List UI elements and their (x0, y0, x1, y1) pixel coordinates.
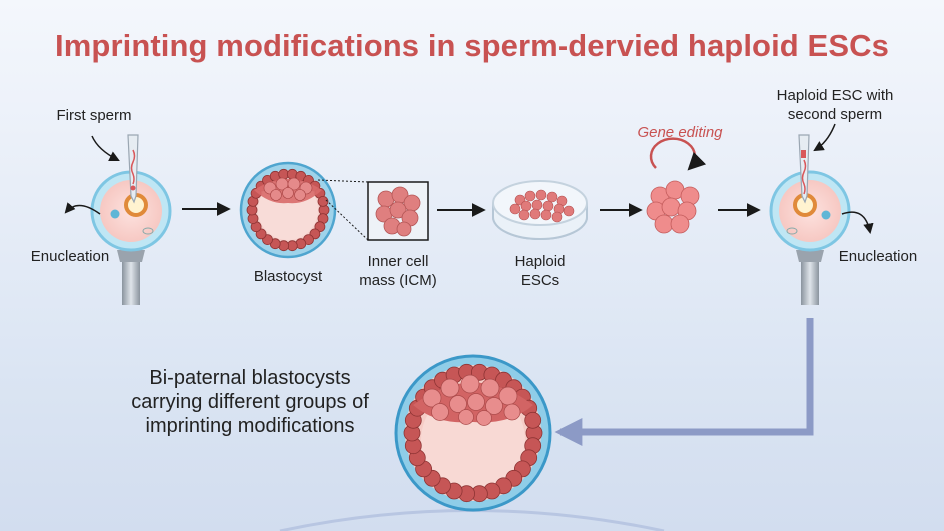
oocyte-left-icon (90, 170, 172, 305)
circular-arrow-icon (649, 137, 707, 171)
label-icm: Inner cell mass (ICM) (350, 252, 446, 290)
label-enucleation-right: Enucleation (838, 248, 918, 265)
injection-pipette-left-icon (127, 134, 139, 204)
return-arrow (554, 318, 814, 446)
large-blastocyst-icon (394, 354, 552, 512)
icm-cluster-icon (375, 186, 421, 237)
summary-text: Bi-paternal blastocysts carrying differe… (110, 366, 390, 438)
label-gene-editing: Gene editing (637, 124, 723, 141)
page-title: Imprinting modifications in sperm-dervie… (55, 28, 889, 63)
injection-pipette-right-icon (798, 134, 810, 204)
label-second-line1: Haploid ESC with (776, 87, 894, 104)
enucleation-left-pointer (64, 202, 101, 215)
label-enucleation-left: Enucleation (30, 248, 110, 265)
summary-line3: imprinting modifications (145, 415, 355, 437)
label-haploid-line1: Haploid (514, 253, 566, 270)
blastocyst-icon (239, 161, 337, 259)
label-haploid-escs: Haploid ESCs (495, 252, 585, 290)
edited-cluster-icon (646, 180, 700, 234)
oocyte-right-icon (769, 170, 851, 305)
label-icm-line1: Inner cell (367, 253, 429, 270)
first-sperm-pointer (91, 135, 120, 161)
second-sperm-pointer (813, 123, 836, 152)
label-first-sperm: First sperm (56, 107, 132, 124)
trophectoderm-cell (317, 195, 329, 207)
petri-dish-icon (492, 180, 588, 240)
label-icm-line2: mass (ICM) (359, 272, 437, 289)
summary-line2: carrying different groups of (131, 391, 369, 413)
enucleation-right-pointer (841, 211, 874, 235)
label-second-line2: second sperm (787, 106, 883, 123)
label-haploid-second-sperm: Haploid ESC with second sperm (765, 86, 905, 124)
trophectoderm-cell (524, 411, 542, 429)
bottom-arc (279, 509, 665, 531)
label-haploid-line2: ESCs (520, 272, 560, 289)
summary-line1: Bi-paternal blastocysts (149, 367, 351, 389)
label-blastocyst: Blastocyst (253, 268, 323, 285)
